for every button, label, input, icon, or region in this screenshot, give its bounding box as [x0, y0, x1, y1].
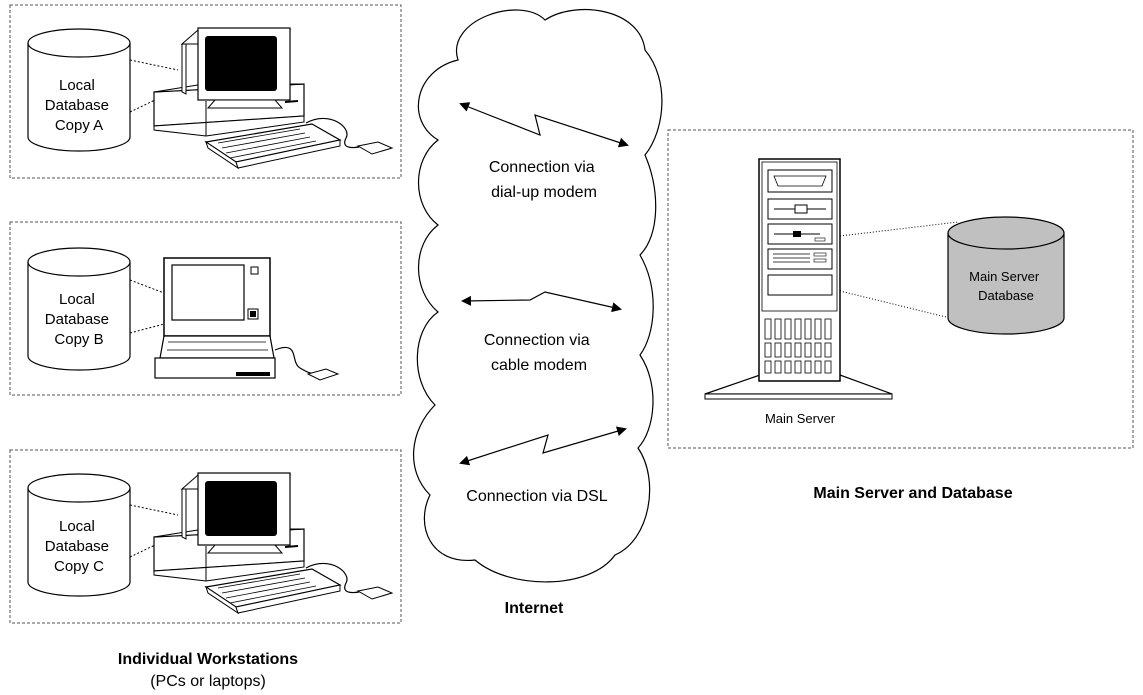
cable-connection-arrow	[461, 291, 622, 313]
desktop-pc-c-icon	[153, 472, 394, 615]
db-a-line-3: Copy A	[55, 117, 103, 134]
main-server-icon	[704, 158, 893, 400]
workstation-a-frame	[9, 4, 402, 179]
cable-connection-label: Connection via cable modem	[484, 332, 594, 374]
local-database-b-icon	[27, 247, 131, 371]
db-c-line-2: Database	[45, 538, 109, 555]
cable-line-1: Connection via	[484, 332, 590, 349]
server-frame	[667, 129, 1134, 449]
dialup-line-1: Connection via	[489, 159, 595, 176]
desktop-pc-a-icon	[153, 27, 394, 170]
db-b-line-3: Copy B	[54, 331, 103, 348]
dialup-connection-label: Connection via dial-up modem	[489, 159, 599, 201]
server-db-line-2: Database	[978, 288, 1034, 303]
db-c-line-3: Copy C	[54, 558, 104, 575]
dialup-connection-arrow	[459, 102, 629, 148]
workstation-c-frame	[9, 449, 402, 624]
workstation-b: Local Database Copy B	[9, 221, 402, 396]
workstation-c: Local Database Copy C	[9, 449, 402, 624]
main-server-label: Main Server	[765, 411, 836, 426]
workstation-b-frame	[9, 221, 402, 396]
main-server-database-icon	[947, 216, 1065, 335]
workstation-a: Local Database Copy A	[9, 4, 402, 179]
local-database-c-label: Local Database Copy C	[45, 518, 113, 575]
cable-line-2: cable modem	[491, 357, 587, 374]
db-c-line-1: Local	[59, 518, 95, 535]
server-db-line-1: Main Server	[969, 269, 1040, 284]
db-a-line-2: Database	[45, 97, 109, 114]
workstations-title: Individual Workstations	[118, 651, 298, 668]
local-database-a-icon	[27, 28, 131, 152]
local-database-b-label: Local Database Copy B	[45, 291, 113, 348]
main-server-database-label: Main Server Database	[969, 269, 1043, 303]
dsl-connection-label: Connection via DSL	[466, 488, 608, 505]
dialup-line-2: dial-up modem	[491, 184, 597, 201]
internet-title: Internet	[505, 600, 564, 617]
db-b-line-2: Database	[45, 311, 109, 328]
laptop-b-icon	[154, 257, 340, 381]
local-database-c-icon	[27, 473, 131, 597]
dsl-connection-arrow	[459, 426, 627, 466]
workstations-subtitle: (PCs or laptops)	[150, 673, 266, 690]
db-b-line-1: Local	[59, 291, 95, 308]
local-database-a-label: Local Database Copy A	[45, 77, 113, 134]
server-section-title: Main Server and Database	[813, 485, 1012, 502]
db-a-line-1: Local	[59, 77, 95, 94]
